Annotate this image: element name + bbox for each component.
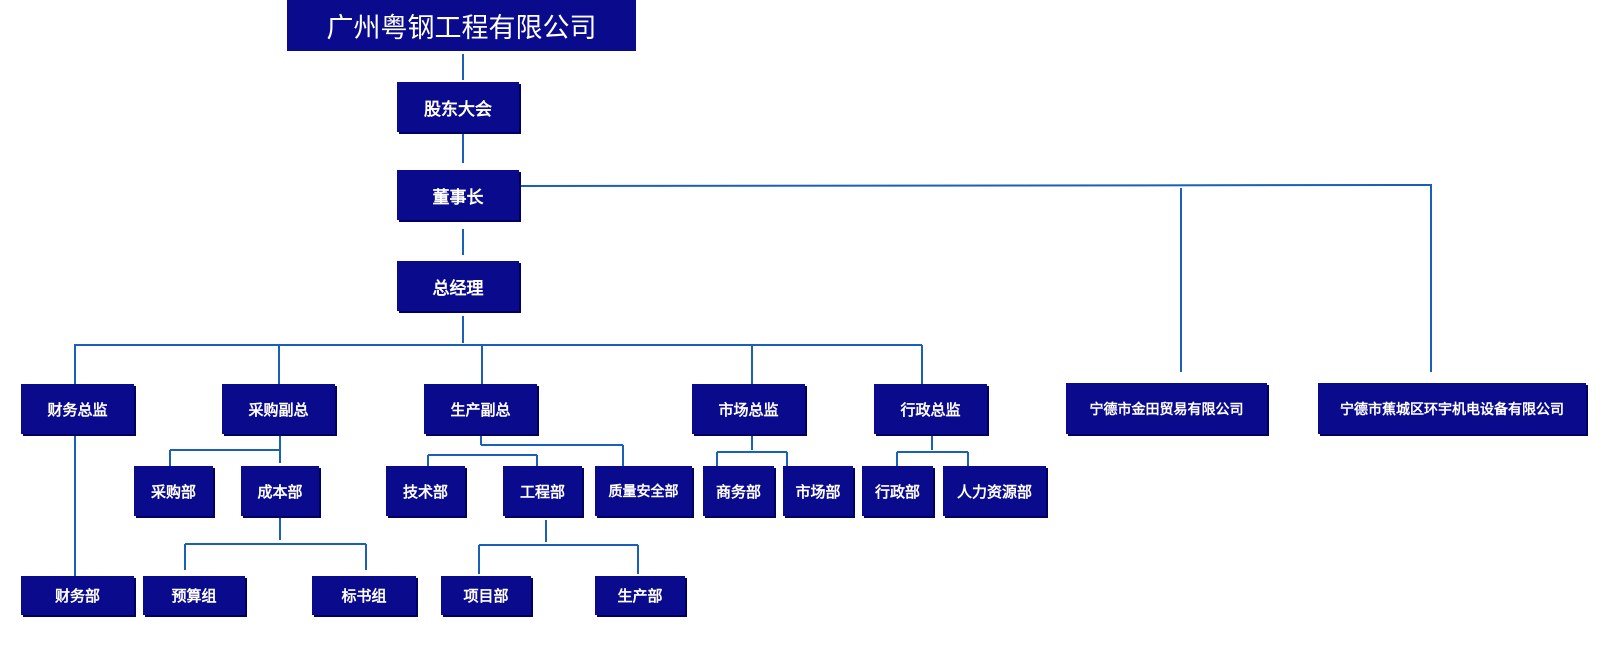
subsidiary-huanyu-box: 宁德市蕉城区环宇机电设备有限公司	[1318, 383, 1586, 434]
line-chairman-right	[518, 184, 1433, 187]
bidding-group-box: 标书组	[312, 576, 416, 615]
project-dept-box: 项目部	[441, 576, 531, 615]
procurement-director-box: 采购副总	[222, 384, 335, 434]
cost-dept-box: 成本部	[241, 466, 319, 516]
production-dept-box: 生产部	[595, 576, 685, 615]
general-manager-box: 总经理	[397, 261, 519, 311]
finance-dept-box: 财务部	[21, 576, 134, 615]
marketing-dept-box: 市场部	[783, 466, 853, 516]
business-dept-box: 商务部	[703, 466, 774, 516]
engineering-dept-box: 工程部	[503, 466, 582, 516]
company-title-box: 广州粤钢工程有限公司	[287, 0, 636, 51]
budget-group-box: 预算组	[143, 576, 245, 615]
shareholders-box: 股东大会	[397, 82, 519, 132]
administration-dept-box: 行政部	[862, 466, 933, 516]
purchasing-dept-box: 采购部	[134, 466, 213, 516]
quality-safety-dept-box: 质量安全部	[595, 466, 692, 516]
market-director-box: 市场总监	[692, 384, 805, 434]
subsidiary-jintian-box: 宁德市金田贸易有限公司	[1066, 383, 1267, 434]
production-director-box: 生产副总	[424, 384, 537, 434]
finance-director-box: 财务总监	[21, 384, 134, 434]
technical-dept-box: 技术部	[386, 466, 465, 516]
chairman-box: 董事长	[397, 170, 519, 220]
hr-dept-box: 人力资源部	[943, 466, 1046, 516]
admin-director-box: 行政总监	[874, 384, 987, 434]
